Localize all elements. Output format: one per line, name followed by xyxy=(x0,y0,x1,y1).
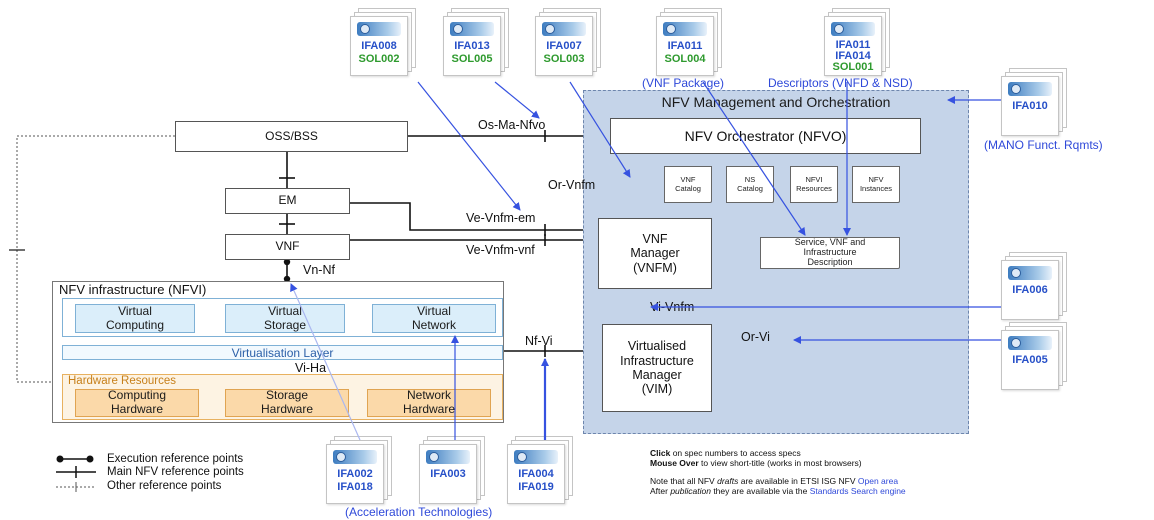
open-area-link[interactable]: Open area xyxy=(857,476,899,486)
spec-ifa002[interactable]: IFA002 xyxy=(337,468,373,480)
vnf-box[interactable]: VNF xyxy=(225,234,350,260)
legend-symbols xyxy=(56,455,96,492)
legend-other: Other reference points xyxy=(107,480,222,492)
spec-sol005[interactable]: SOL005 xyxy=(451,53,493,65)
nfvo-label: NFV Orchestrator (NFVO) xyxy=(684,127,847,144)
spec-sol001[interactable]: SOL001 xyxy=(832,61,874,73)
execution-dot-icon xyxy=(86,455,94,463)
etsi-logo-icon xyxy=(1008,336,1052,350)
spec-sol002[interactable]: SOL002 xyxy=(358,53,400,65)
spec-ifa008[interactable]: IFA008 xyxy=(361,40,397,52)
ref-os-ma-nfvo: Os-Ma-Nfvo xyxy=(478,118,546,132)
spec-sol003[interactable]: SOL003 xyxy=(543,53,585,65)
spec-ifa005[interactable]: IFA005 xyxy=(1012,354,1048,366)
etsi-logo-icon xyxy=(831,22,875,36)
etsi-logo-icon xyxy=(426,450,470,464)
acceleration-label: (Acceleration Technologies) xyxy=(345,505,493,519)
ref-ve-vnfm-em: Ve-Vnfm-em xyxy=(466,211,536,225)
nfvi-title: NFV infrastructure (NFVI) xyxy=(59,282,207,297)
notes-mouseover: Mouse Over to view short-title (works in… xyxy=(650,458,862,468)
ref-vn-nf: Vn-Nf xyxy=(303,263,335,277)
oss-bss-label: OSS/BSS xyxy=(265,128,318,143)
execution-dot-icon xyxy=(56,455,64,463)
spec-ifa004[interactable]: IFA004 xyxy=(518,468,554,480)
ref-nf-vi: Nf-Vi xyxy=(525,334,553,348)
oss-bss-box[interactable]: OSS/BSS xyxy=(175,121,408,152)
virtualisation-layer-label: Virtualisation Layer xyxy=(231,345,334,360)
hardware-resources-title: Hardware Resources xyxy=(68,375,177,387)
spec-ifa003[interactable]: IFA003 xyxy=(430,468,466,480)
spec-ifa010[interactable]: IFA010 xyxy=(1012,100,1048,112)
legend-execution: Execution reference points xyxy=(107,453,244,465)
etsi-logo-icon xyxy=(357,22,401,36)
spec-ifa019[interactable]: IFA019 xyxy=(518,481,554,493)
etsi-logo-icon xyxy=(1008,266,1052,280)
etsi-logo-icon xyxy=(514,450,558,464)
spec-ifa018[interactable]: IFA018 xyxy=(337,481,373,493)
mano-reqs-label: (MANO Funct. Rqmts) xyxy=(984,138,1103,152)
etsi-logo-icon xyxy=(542,22,586,36)
spec-sol004[interactable]: SOL004 xyxy=(664,53,706,65)
ref-vi-ha: Vi-Ha xyxy=(295,361,327,375)
spec-ifa014[interactable]: IFA014 xyxy=(835,50,871,62)
vnf-package-label: (VNF Package) xyxy=(642,76,725,90)
spec-ifa011[interactable]: IFA011 xyxy=(667,40,703,52)
etsi-logo-icon xyxy=(450,22,494,36)
legend-main: Main NFV reference points xyxy=(107,466,244,478)
ref-or-vi: Or-Vi xyxy=(741,330,770,344)
vnf-label: VNF xyxy=(275,239,300,254)
spec-ifa013[interactable]: IFA013 xyxy=(454,40,490,52)
virtualisation-layer[interactable]: Virtualisation Layer xyxy=(62,345,503,360)
em-label: EM xyxy=(278,193,297,208)
spec-ifa007[interactable]: IFA007 xyxy=(546,40,582,52)
etsi-logo-icon xyxy=(1008,82,1052,96)
notes-click: Click on spec numbers to access specs xyxy=(650,448,801,458)
ref-ve-vnfm-vnf: Ve-Vnfm-vnf xyxy=(466,243,535,257)
notes-publication: After publication they are available via… xyxy=(650,486,906,496)
etsi-logo-icon xyxy=(333,450,377,464)
standards-search-link[interactable]: Standards Search engine xyxy=(809,486,906,496)
descriptors-label: Descriptors (VNFD & NSD) xyxy=(768,76,913,90)
etsi-logo-icon xyxy=(663,22,707,36)
spec-ifa011-desc[interactable]: IFA011 xyxy=(835,39,871,51)
ref-or-vnfm: Or-Vnfm xyxy=(548,178,596,192)
nfvo-box[interactable]: NFV Orchestrator (NFVO) xyxy=(610,118,921,154)
notes-drafts: Note that all NFV drafts are available i… xyxy=(650,476,899,486)
em-box[interactable]: EM xyxy=(225,188,350,214)
spec-ifa006[interactable]: IFA006 xyxy=(1012,284,1048,296)
